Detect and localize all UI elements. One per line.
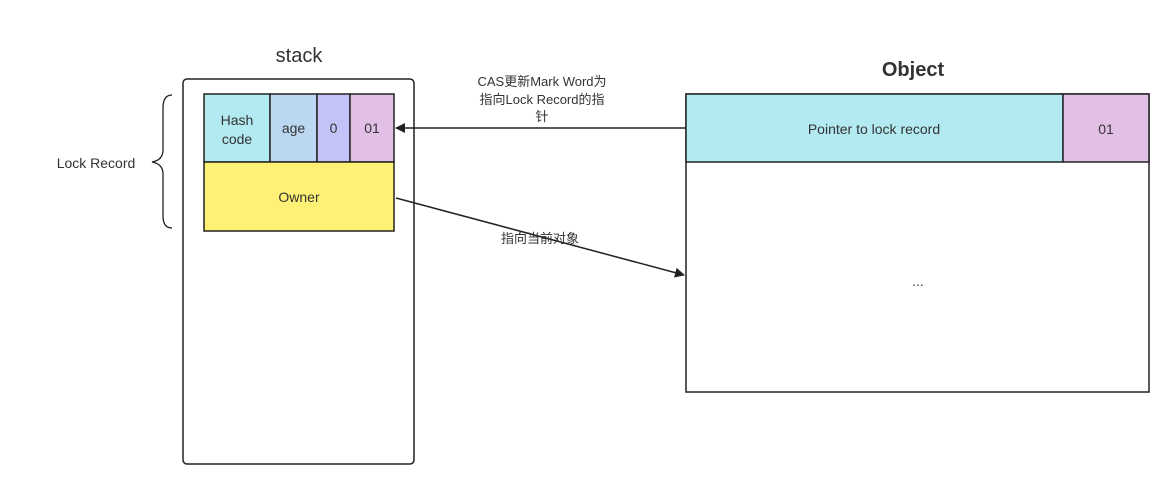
owner-label: Owner (278, 189, 320, 205)
owner-arrow-label: 指向当前对象 (501, 231, 579, 246)
age-cell (269, 93, 318, 163)
biased-bit-cell (316, 93, 351, 163)
age-label: age (282, 120, 306, 136)
hash-code-label-line1: Hash (221, 112, 254, 128)
owner-arrow (395, 197, 685, 278)
pointer-to-lock-record-cell (685, 93, 1064, 163)
cas-arrow-label-line3: 针 (535, 109, 548, 124)
lock-record-brace (151, 94, 173, 229)
pointer-to-lock-record-label: Pointer to lock record (808, 121, 940, 137)
cas-arrow-label-line1: CAS更新Mark Word为 (477, 74, 606, 89)
object-body-ellipsis: ... (912, 273, 924, 289)
object-title: Object (882, 59, 945, 81)
object-lock-bits-label: 01 (1098, 121, 1114, 137)
lock-bits-cell (349, 93, 395, 163)
cas-arrow-label-line2: 指向Lock Record的指 (480, 92, 605, 107)
biased-bit-label: 0 (330, 120, 338, 136)
lock-bits-label: 01 (364, 120, 380, 136)
object-lock-bits-cell (1062, 93, 1150, 163)
stack-title: stack (276, 45, 324, 67)
owner-cell (203, 161, 395, 232)
hash-code-cell (203, 93, 271, 163)
hash-code-label-line2: code (222, 131, 253, 147)
lock-record-label: Lock Record (57, 155, 136, 171)
